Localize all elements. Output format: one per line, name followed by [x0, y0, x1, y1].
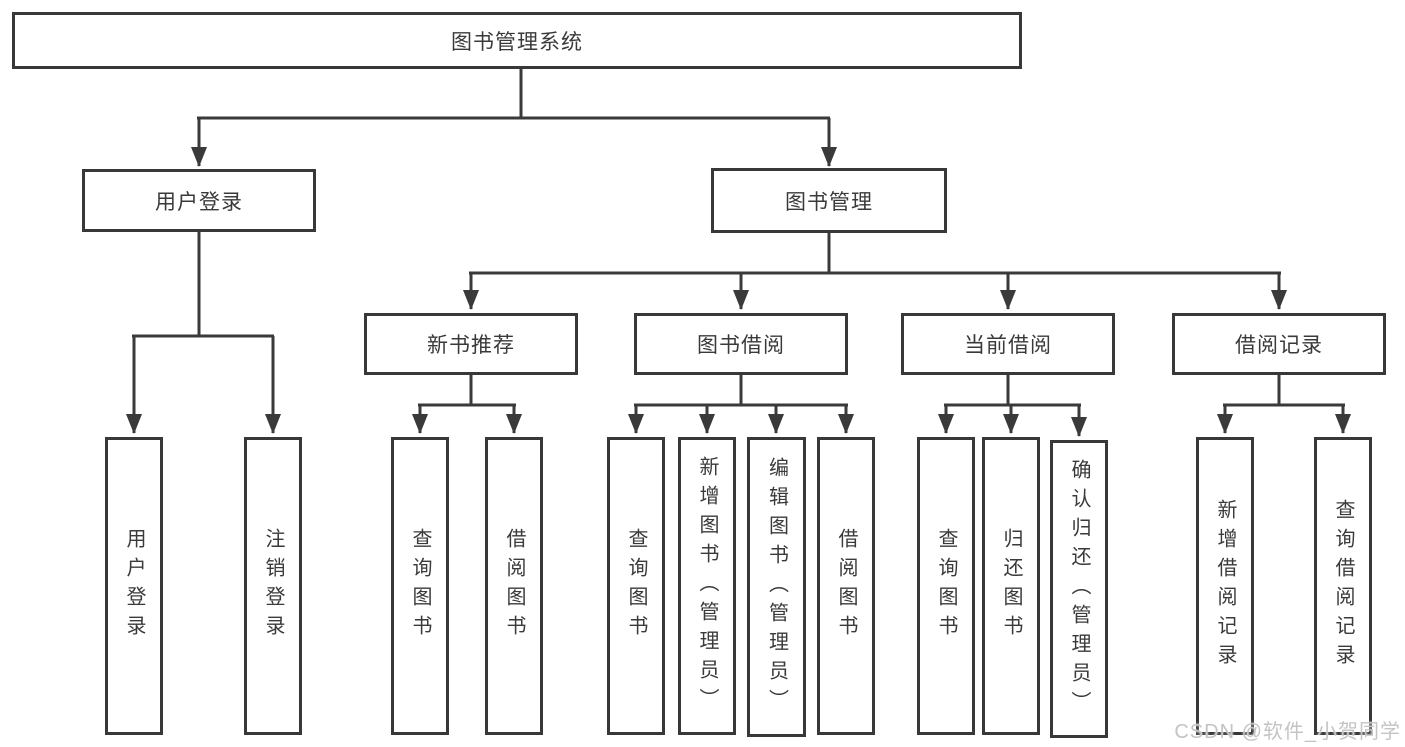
node-book-borrow-label: 图书借阅	[697, 334, 785, 357]
leaf-logout: 注销登录	[244, 437, 302, 735]
watermark: CSDN @软件_小贺同学	[1174, 721, 1401, 743]
node-user-login-label: 用户登录	[155, 190, 243, 214]
leaf-confirm-return-admin-label: 确认归还（管理员）	[1068, 458, 1090, 720]
connector-new-book-recommend-children	[412, 375, 522, 434]
leaf-borrow-books-borrow: 借阅图书	[817, 437, 875, 735]
leaf-return-books-label: 归还图书	[1000, 528, 1022, 644]
leaf-logout-label: 注销登录	[262, 528, 284, 644]
node-book-borrow: 图书借阅	[634, 313, 848, 375]
leaf-query-books-recommend: 查询图书	[391, 437, 449, 735]
leaf-add-book-admin-label: 新增图书（管理员）	[696, 455, 718, 717]
node-book-management-label: 图书管理	[785, 190, 873, 214]
leaf-query-books-recommend-label: 查询图书	[409, 528, 431, 644]
leaf-borrow-books-borrow-label: 借阅图书	[835, 528, 857, 644]
node-user-login: 用户登录	[82, 169, 316, 232]
leaf-query-books-borrow-label: 查询图书	[625, 528, 647, 644]
connector-borrow-records-children	[1217, 375, 1351, 434]
connector-current-borrow-children	[938, 375, 1087, 437]
node-new-book-recommend-label: 新书推荐	[427, 334, 515, 357]
connector-root-to-level2	[191, 69, 837, 167]
leaf-query-borrow-record-label: 查询借阅记录	[1332, 499, 1354, 673]
leaf-borrow-books-recommend: 借阅图书	[485, 437, 543, 735]
leaf-query-books-borrow: 查询图书	[607, 437, 665, 735]
node-root: 图书管理系统	[12, 12, 1022, 69]
connector-book-borrow-children	[628, 375, 854, 434]
node-borrow-records-label: 借阅记录	[1235, 334, 1323, 357]
leaf-user-login-label: 用户登录	[123, 528, 145, 644]
leaf-user-login: 用户登录	[105, 437, 163, 735]
leaf-query-books-current: 查询图书	[917, 437, 975, 735]
connector-user-login-children	[126, 232, 281, 434]
leaf-borrow-books-recommend-label: 借阅图书	[503, 528, 525, 644]
leaf-return-books: 归还图书	[982, 437, 1040, 735]
leaf-add-borrow-record-label: 新增借阅记录	[1214, 499, 1236, 673]
node-new-book-recommend: 新书推荐	[364, 313, 578, 375]
leaf-confirm-return-admin: 确认归还（管理员）	[1050, 440, 1108, 738]
leaf-query-books-current-label: 查询图书	[935, 528, 957, 644]
node-current-borrow-label: 当前借阅	[964, 334, 1052, 357]
leaf-edit-book-admin-label: 编辑图书（管理员）	[765, 456, 788, 718]
leaf-add-book-admin: 新增图书（管理员）	[678, 437, 736, 735]
leaf-query-borrow-record: 查询借阅记录	[1314, 437, 1372, 735]
leaf-add-borrow-record: 新增借阅记录	[1196, 437, 1254, 735]
node-borrow-records: 借阅记录	[1172, 313, 1386, 375]
node-book-management: 图书管理	[711, 168, 947, 233]
node-root-label: 图书管理系统	[451, 30, 583, 54]
leaf-edit-book-admin: 编辑图书（管理员）	[747, 437, 806, 737]
node-current-borrow: 当前借阅	[901, 313, 1115, 375]
connector-book-management-children	[463, 232, 1287, 310]
